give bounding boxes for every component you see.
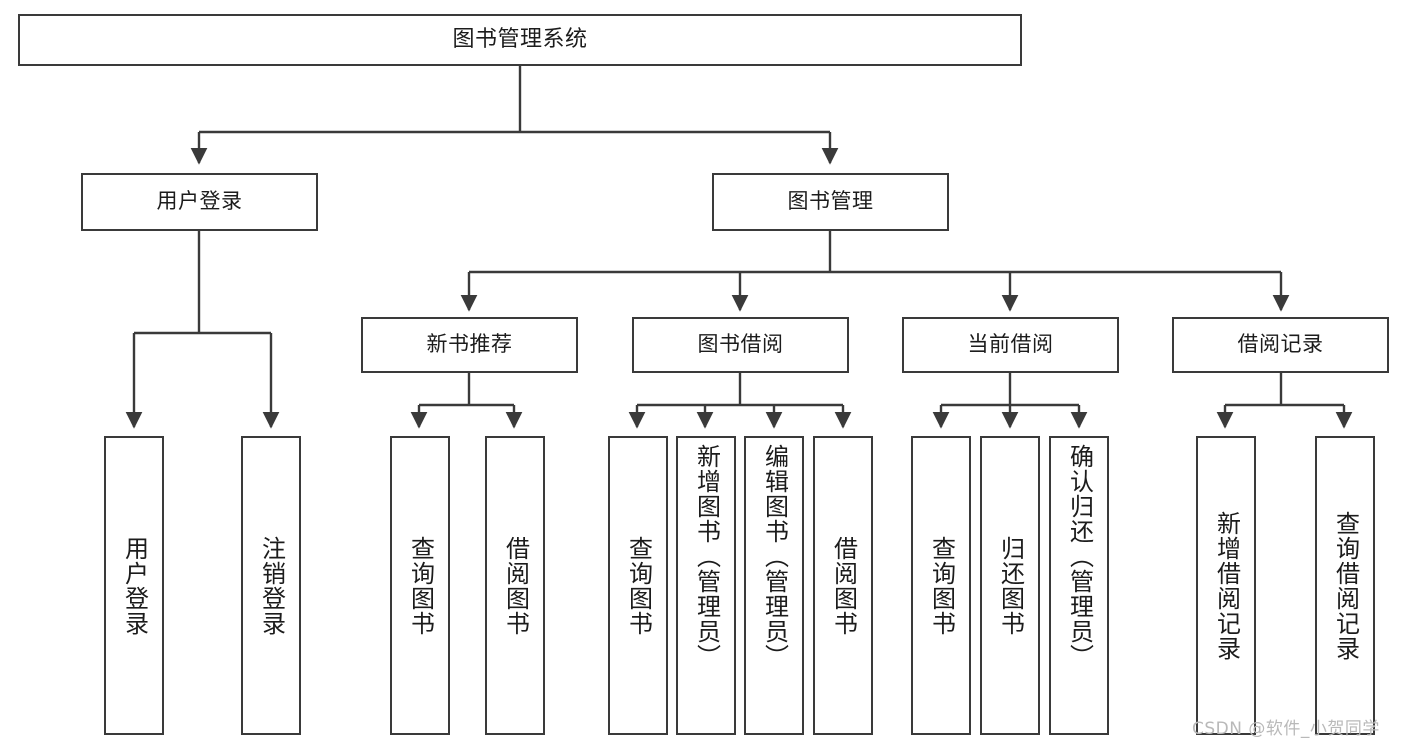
node-label: 查询图书: [624, 535, 653, 636]
leaf-add-borrow-record[interactable]: 新增借阅记录: [1196, 436, 1256, 735]
leaf-logout[interactable]: 注销登录: [241, 436, 301, 735]
leaf-return-book[interactable]: 归还图书: [980, 436, 1040, 735]
node-new-book-recommend[interactable]: 新书推荐: [361, 317, 578, 373]
leaf-borrow-book[interactable]: 借阅图书: [813, 436, 873, 735]
node-label: 注销登录: [257, 535, 286, 636]
node-label: 借阅图书: [829, 535, 858, 636]
node-label: 当前借阅: [967, 332, 1054, 357]
node-book-management[interactable]: 图书管理: [712, 173, 949, 231]
node-label: 查询借阅记录: [1331, 510, 1360, 661]
node-root-system[interactable]: 图书管理系统: [18, 14, 1022, 66]
node-label: 确认归还（管理员）: [1065, 444, 1094, 669]
node-borrow-record[interactable]: 借阅记录: [1172, 317, 1389, 373]
leaf-borrow-book-new[interactable]: 借阅图书: [485, 436, 545, 735]
leaf-edit-book-admin[interactable]: 编辑图书（管理员）: [744, 436, 804, 735]
leaf-confirm-return-admin[interactable]: 确认归还（管理员）: [1049, 436, 1109, 735]
node-book-borrow[interactable]: 图书借阅: [632, 317, 849, 373]
node-label: 归还图书: [996, 535, 1025, 636]
node-label: 图书借阅: [697, 332, 784, 357]
leaf-query-book-borrow[interactable]: 查询图书: [608, 436, 668, 735]
node-label: 用户登录: [156, 189, 243, 214]
leaf-user-login[interactable]: 用户登录: [104, 436, 164, 735]
node-label: 图书管理系统: [452, 26, 588, 52]
node-label: 查询图书: [927, 535, 956, 636]
node-label: 用户登录: [120, 535, 149, 636]
leaf-query-borrow-record[interactable]: 查询借阅记录: [1315, 436, 1375, 735]
node-label: 新增借阅记录: [1212, 510, 1241, 661]
node-current-borrow[interactable]: 当前借阅: [902, 317, 1119, 373]
node-label: 查询图书: [406, 535, 435, 636]
node-label: 编辑图书（管理员）: [760, 444, 789, 669]
leaf-query-book-current[interactable]: 查询图书: [911, 436, 971, 735]
watermark-text: CSDN @软件_小贺同学: [1192, 719, 1380, 739]
node-user-login[interactable]: 用户登录: [81, 173, 318, 231]
node-label: 新增图书（管理员）: [692, 444, 721, 669]
node-label: 借阅记录: [1237, 332, 1324, 357]
node-label: 新书推荐: [426, 332, 513, 357]
leaf-query-book-new[interactable]: 查询图书: [390, 436, 450, 735]
node-label: 借阅图书: [501, 535, 530, 636]
node-label: 图书管理: [787, 189, 874, 214]
leaf-add-book-admin[interactable]: 新增图书（管理员）: [676, 436, 736, 735]
